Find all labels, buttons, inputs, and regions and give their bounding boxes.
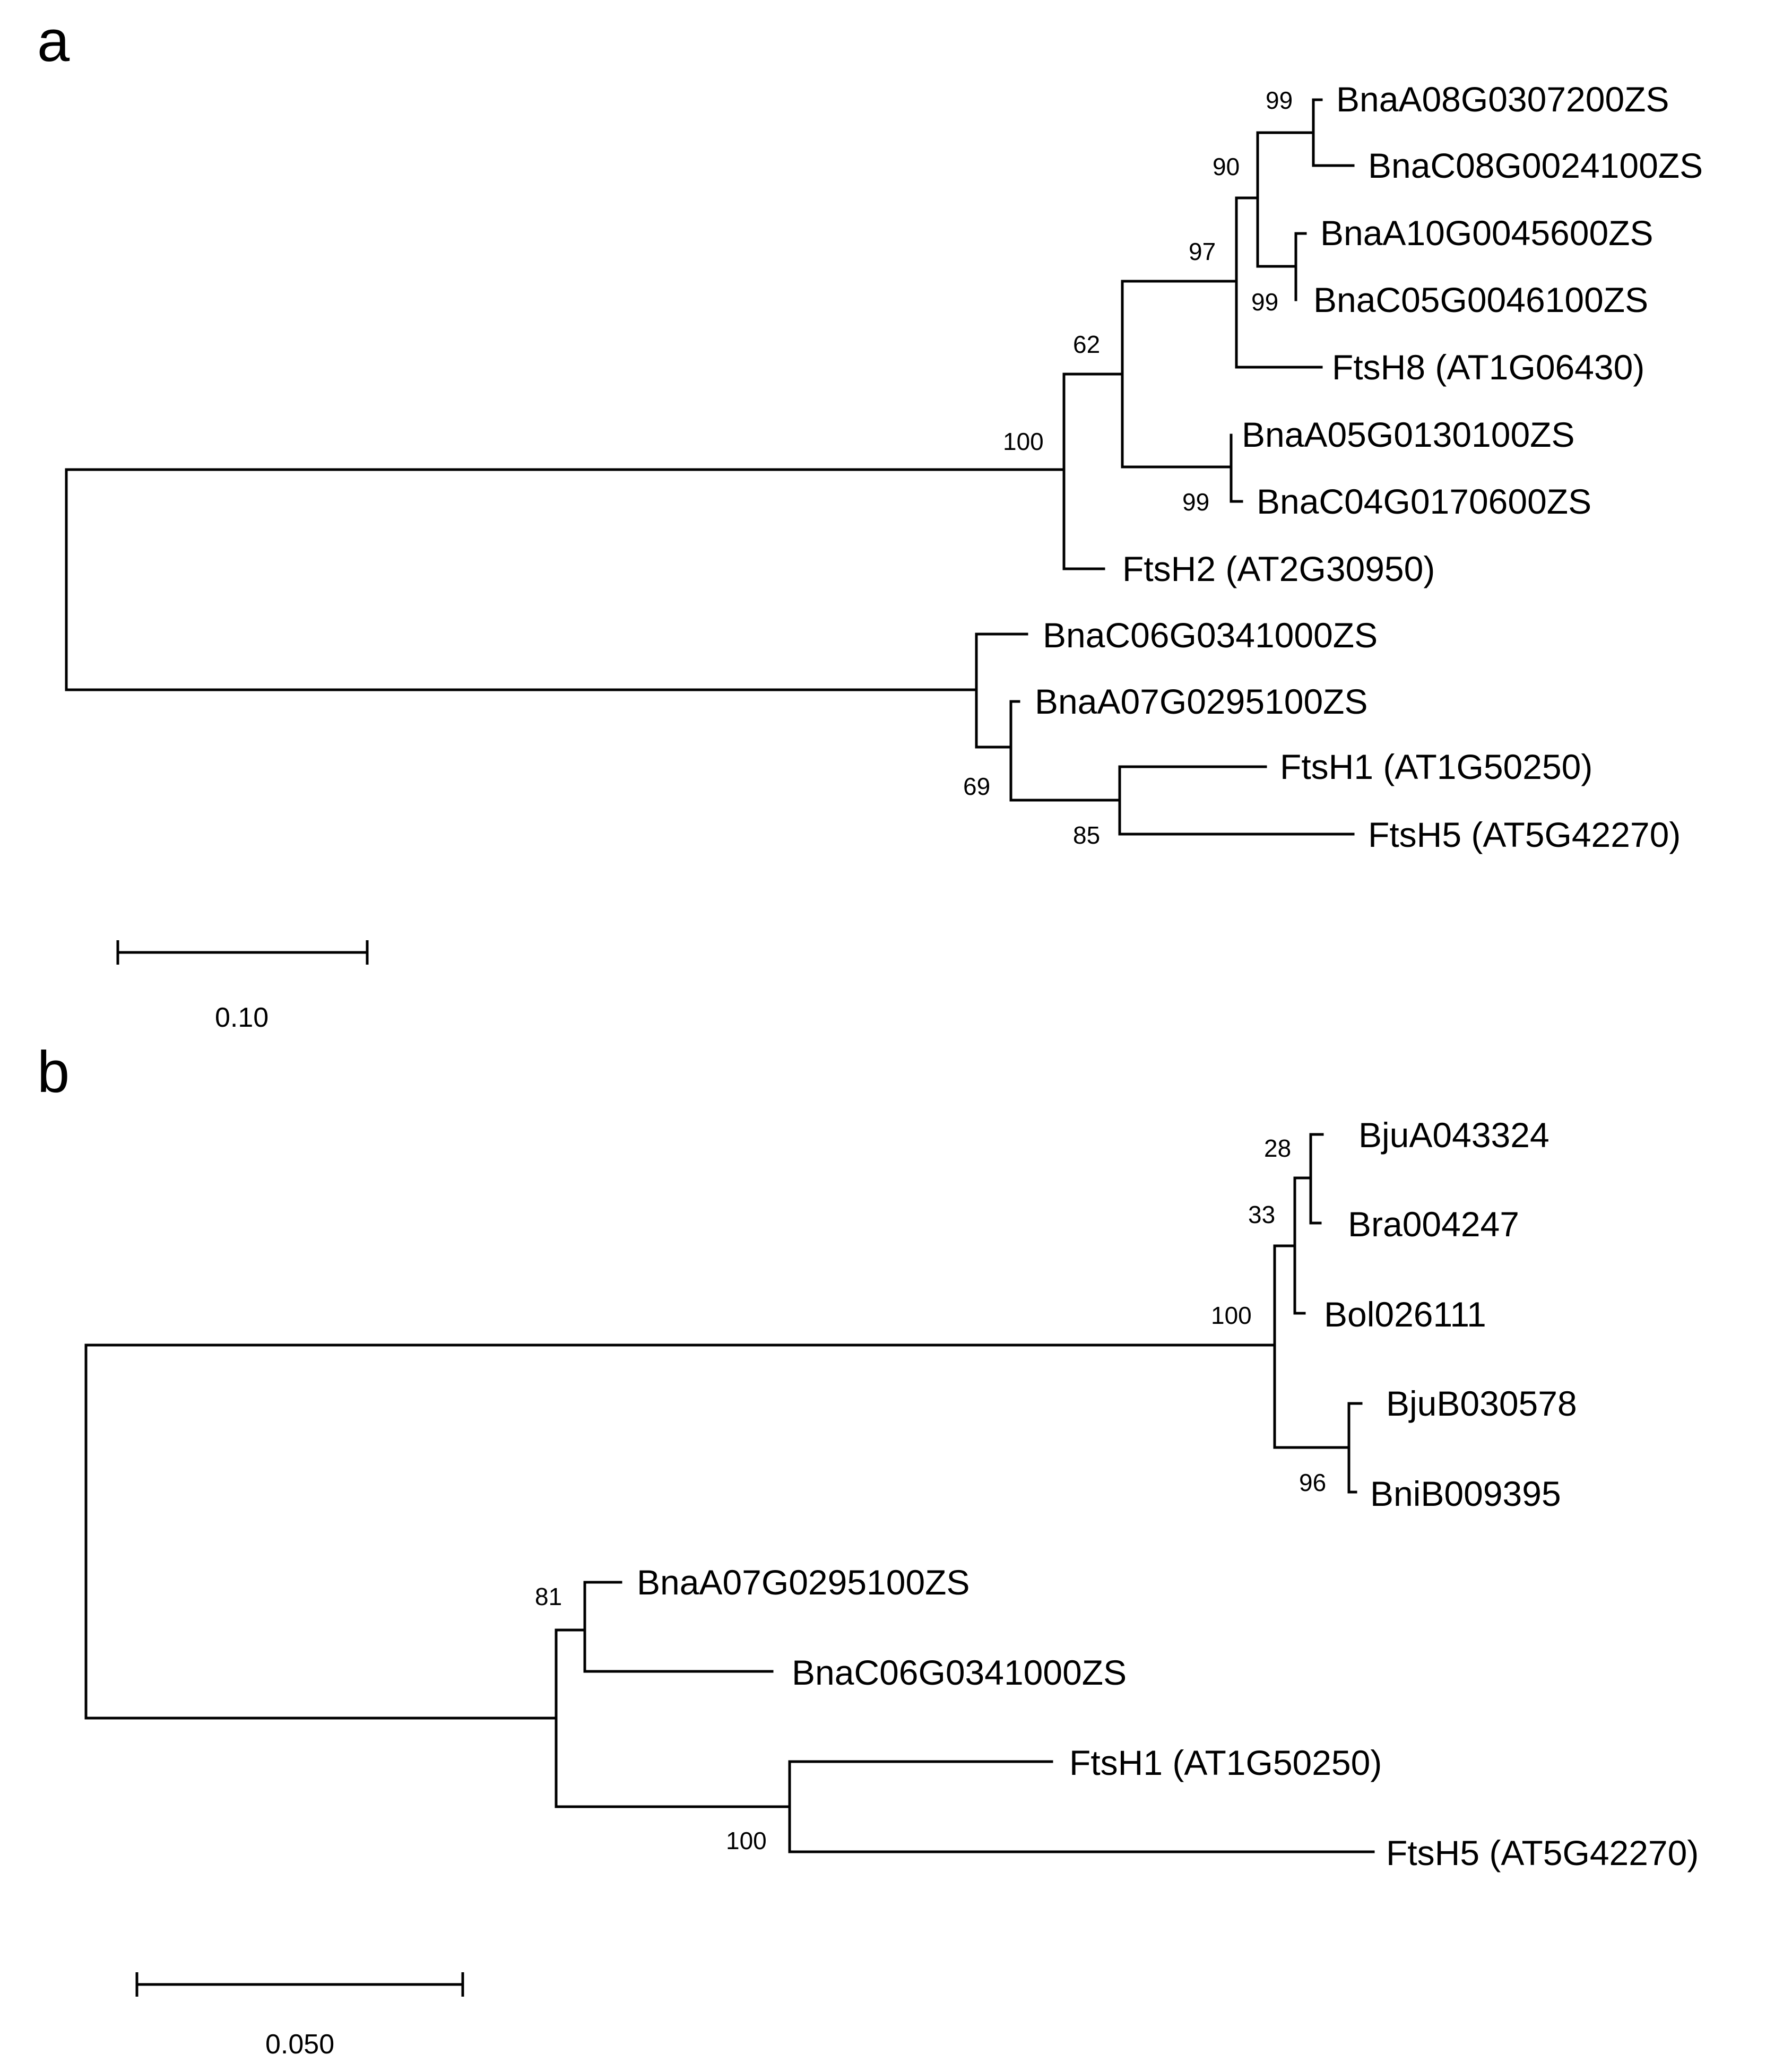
leaf-label: BnaC06G0341000ZS [792, 1653, 1127, 1692]
leaf-label: FtsH5 (AT5G42270) [1386, 1833, 1699, 1872]
bootstrap-value: 90 [1213, 153, 1240, 180]
bootstrap-value: 100 [1003, 428, 1044, 455]
panel-a-bootstrap-values: 99 90 97 99 62 100 99 69 85 [963, 86, 1293, 849]
leaf-label: BnaC08G0024100ZS [1368, 146, 1703, 185]
panel-b-bootstrap-values: 28 33 100 96 81 100 [535, 1134, 1326, 1854]
panel-b: b [37, 1039, 1699, 2060]
bootstrap-value: 28 [1264, 1134, 1291, 1162]
leaf-label: BnaC05G0046100ZS [1313, 280, 1648, 319]
leaf-label: FtsH1 (AT1G50250) [1280, 747, 1592, 786]
leaf-label: BnaA08G0307200ZS [1336, 80, 1669, 119]
bootstrap-value: 96 [1299, 1469, 1326, 1496]
leaf-label: BjuB030578 [1386, 1384, 1577, 1423]
leaf-label: BnaA10G0045600ZS [1320, 213, 1653, 253]
bootstrap-value: 99 [1251, 288, 1278, 316]
scale-bar [116, 940, 369, 965]
leaf-label: BniB009395 [1370, 1474, 1561, 1513]
bootstrap-value: 99 [1182, 488, 1209, 516]
leaf-label: Bra004247 [1348, 1204, 1519, 1244]
bootstrap-value: 100 [1211, 1302, 1252, 1329]
bootstrap-value: 69 [963, 773, 990, 800]
panel-a-letter: a [37, 8, 70, 74]
leaf-label: BnaA07G0295100ZS [1035, 682, 1367, 721]
leaf-label: BnaA07G0295100ZS [637, 1563, 969, 1602]
scale-bar-label: 0.10 [215, 1002, 269, 1033]
bootstrap-value: 97 [1189, 238, 1216, 265]
leaf-label: BjuA043324 [1358, 1115, 1549, 1155]
panel-b-letter: b [37, 1039, 70, 1105]
leaf-label: Bol026111 [1324, 1295, 1486, 1334]
bootstrap-value: 100 [726, 1827, 767, 1854]
leaf-label: BnaA05G0130100ZS [1242, 415, 1574, 454]
scale-bar-label: 0.050 [265, 2029, 334, 2060]
bootstrap-value: 62 [1073, 331, 1100, 358]
leaf-label: FtsH1 (AT1G50250) [1069, 1743, 1382, 1782]
panel-b-leaf-labels: BjuA043324 Bra004247 Bol026111 BjuB03057… [637, 1115, 1699, 1872]
leaf-label: BnaC06G0341000ZS [1043, 615, 1378, 655]
bootstrap-value: 33 [1248, 1201, 1275, 1228]
panel-b-scale-bar: 0.050 [135, 1972, 464, 2060]
panel-a-branches [65, 98, 1355, 836]
bootstrap-value: 99 [1266, 86, 1293, 114]
leaf-label: FtsH8 (AT1G06430) [1332, 348, 1644, 387]
leaf-label: FtsH5 (AT5G42270) [1368, 815, 1681, 854]
panel-b-branches [84, 1133, 1375, 1853]
leaf-label: BnaC04G0170600ZS [1257, 482, 1591, 521]
bootstrap-value: 81 [535, 1583, 562, 1610]
panel-a-scale-bar: 0.10 [116, 940, 369, 1033]
leaf-label: FtsH2 (AT2G30950) [1122, 549, 1435, 588]
scale-bar [135, 1972, 464, 1997]
bootstrap-value: 85 [1073, 821, 1100, 849]
panel-a-leaf-labels: BnaA08G0307200ZS BnaC08G0024100ZS BnaA10… [1035, 80, 1703, 854]
panel-a: a [37, 8, 1703, 1033]
